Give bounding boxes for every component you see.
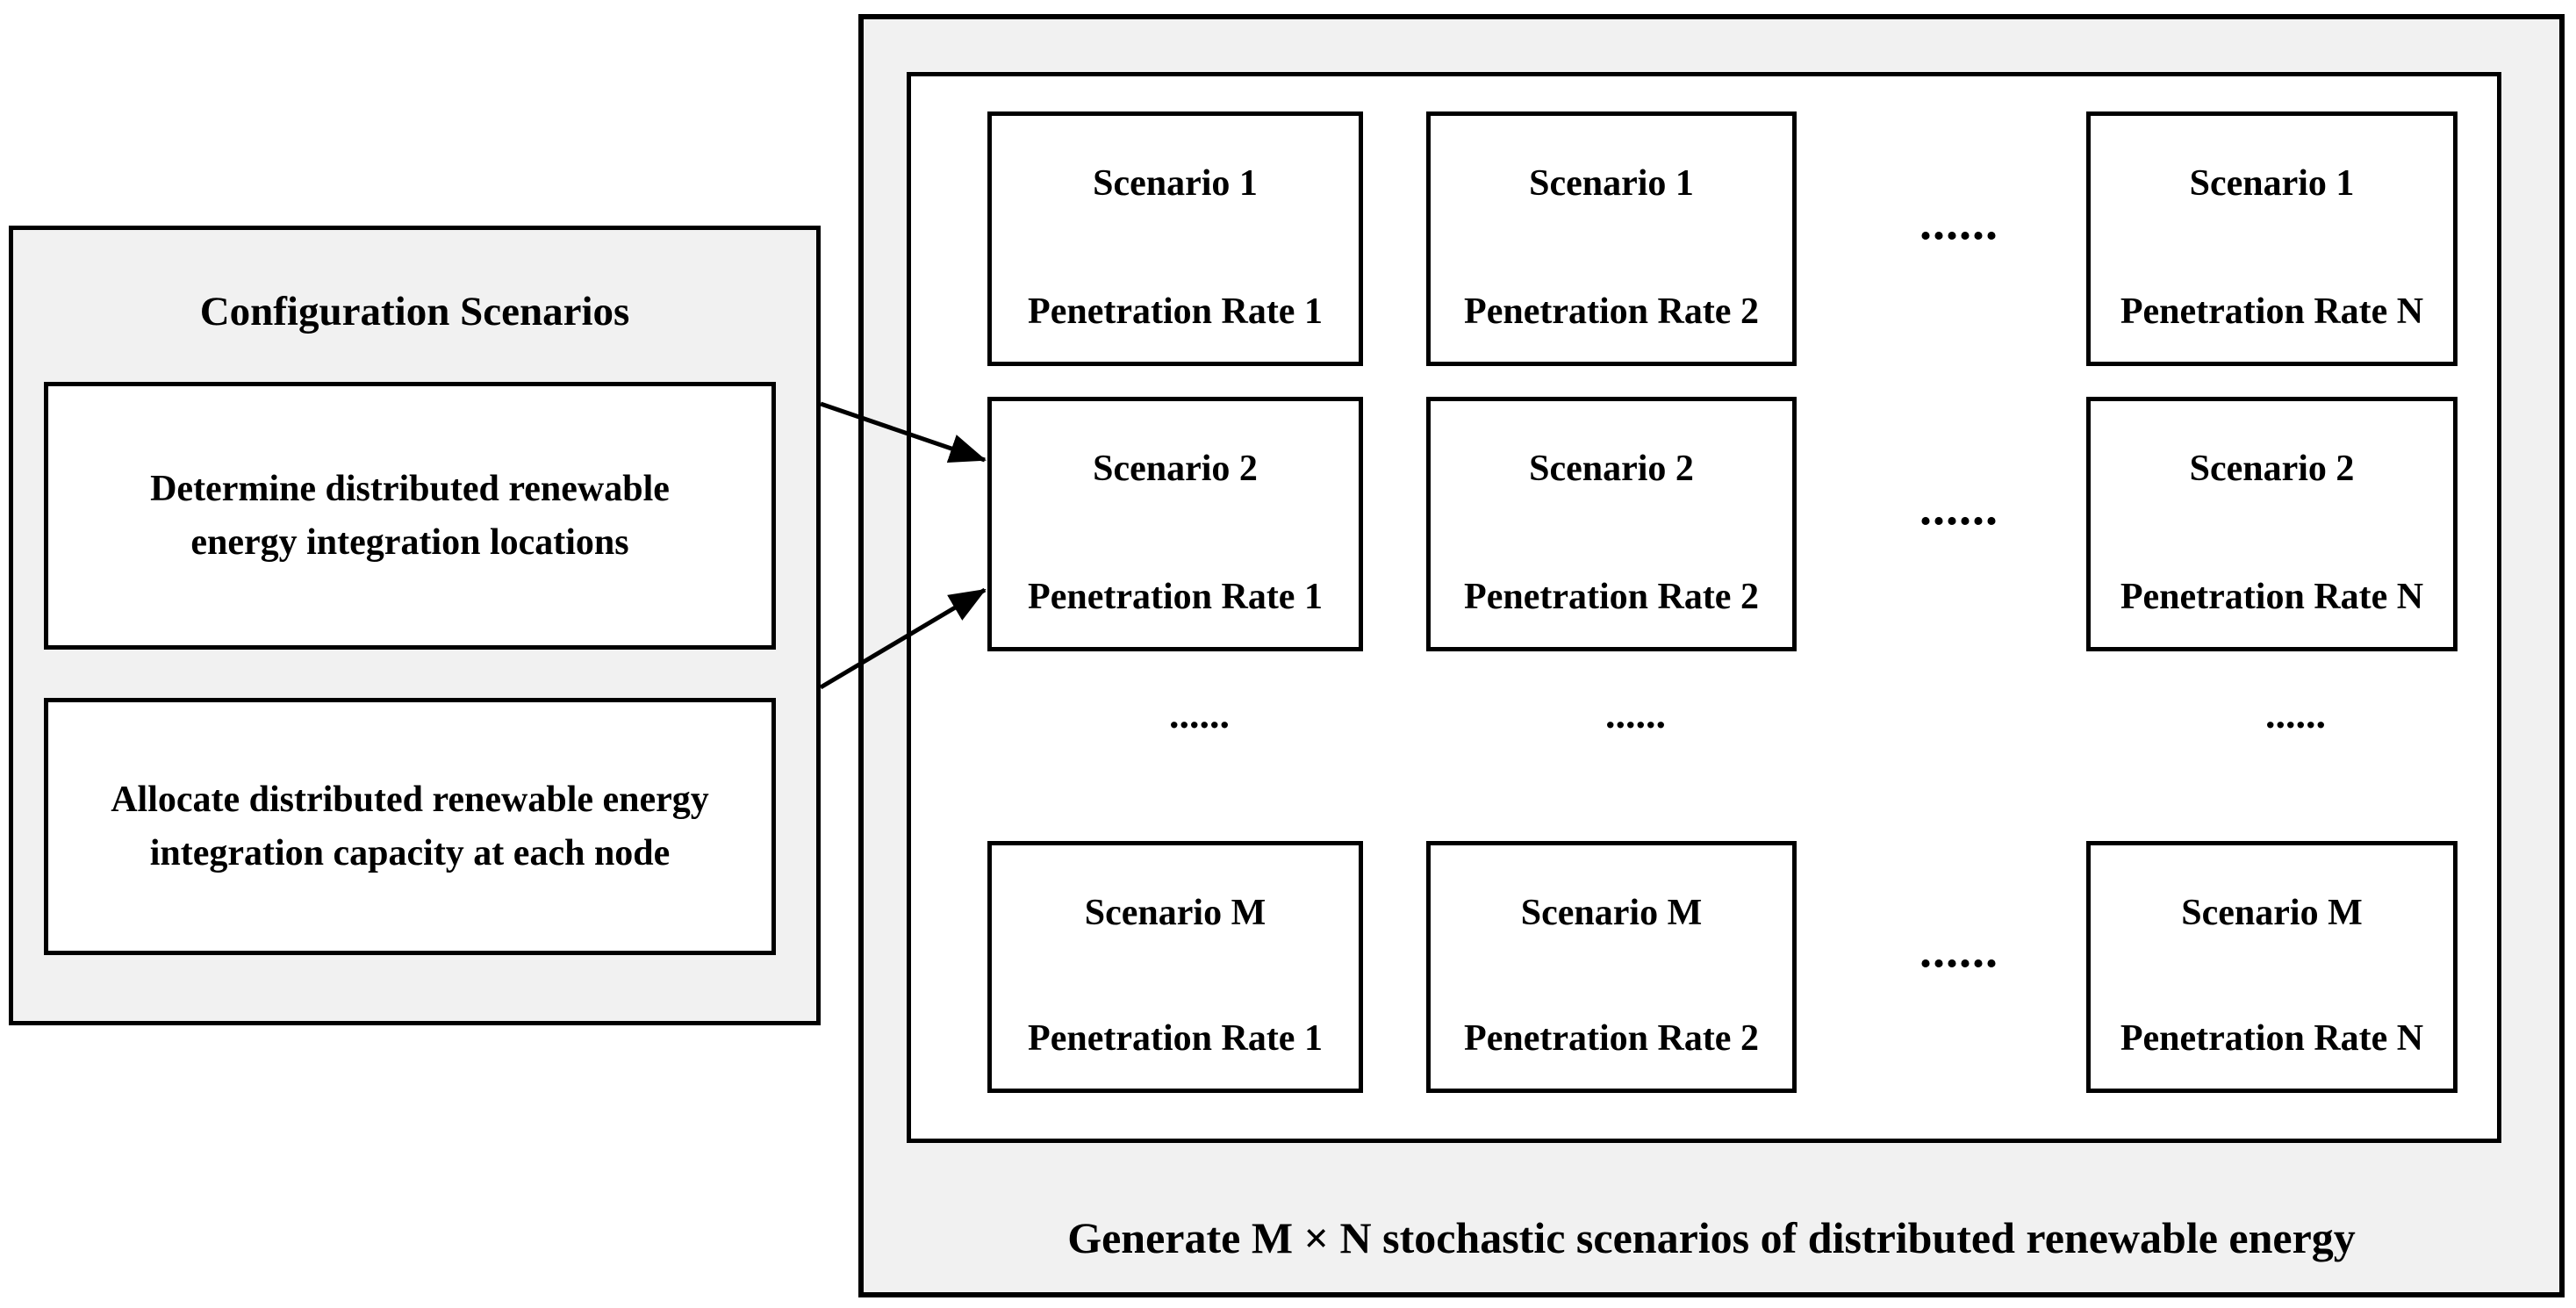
penetration-rate-label: Penetration Rate 1 [1028,576,1323,617]
row-ellipsis-1: ...... [1919,196,1998,250]
penetration-rate-label: Penetration Rate 1 [1028,1017,1323,1059]
column-ellipsis-3: ...... [2265,694,2326,804]
penetration-rate-label: Penetration Rate 1 [1028,291,1323,332]
scenario-cell-r3-c3: Scenario M Penetration Rate N [2086,841,2458,1093]
scenario-cell-r2-c3: Scenario 2 Penetration Rate N [2086,397,2458,651]
penetration-rate-label: Penetration Rate N [2120,291,2424,332]
penetration-rate-label: Penetration Rate 2 [1464,576,1759,617]
scenario-label: Scenario 2 [1093,449,1258,489]
configuration-panel-title: Configuration Scenarios [199,289,630,334]
penetration-rate-label: Penetration Rate N [2120,576,2424,617]
scenario-cell-r3-c2: Scenario M Penetration Rate 2 [1426,841,1797,1093]
penetration-rate-label: Penetration Rate N [2120,1017,2424,1059]
determine-locations-box: Determine distributed renewable energy i… [44,382,776,650]
scenario-cell-r2-c1: Scenario 2 Penetration Rate 1 [987,397,1363,651]
scenario-label: Scenario 1 [2189,163,2355,204]
column-ellipsis-1: ...... [1169,694,1230,804]
scenario-label: Scenario M [2181,893,2363,933]
scenario-label: Scenario M [1084,893,1266,933]
row-ellipsis-2: ...... [1919,481,1998,535]
scenario-cell-r1-c3: Scenario 1 Penetration Rate N [2086,111,2458,366]
column-ellipsis-2: ...... [1605,694,1666,804]
scenario-cell-r1-c2: Scenario 1 Penetration Rate 2 [1426,111,1797,366]
row-ellipsis-3: ...... [1919,924,1998,978]
scenario-label: Scenario 1 [1093,163,1258,204]
scenario-cell-r2-c2: Scenario 2 Penetration Rate 2 [1426,397,1797,651]
penetration-rate-label: Penetration Rate 2 [1464,291,1759,332]
scenario-label: Scenario 2 [2189,449,2355,489]
scenario-label: Scenario 2 [1529,449,1694,489]
generation-caption: Generate M × N stochastic scenarios of d… [1067,1213,2356,1262]
penetration-rate-label: Penetration Rate 2 [1464,1017,1759,1059]
scenario-label: Scenario 1 [1529,163,1694,204]
scenario-cell-r3-c1: Scenario M Penetration Rate 1 [987,841,1363,1093]
scenario-label: Scenario M [1520,893,1703,933]
allocate-capacity-box: Allocate distributed renewable energy in… [44,698,776,955]
scenario-cell-r1-c1: Scenario 1 Penetration Rate 1 [987,111,1363,366]
